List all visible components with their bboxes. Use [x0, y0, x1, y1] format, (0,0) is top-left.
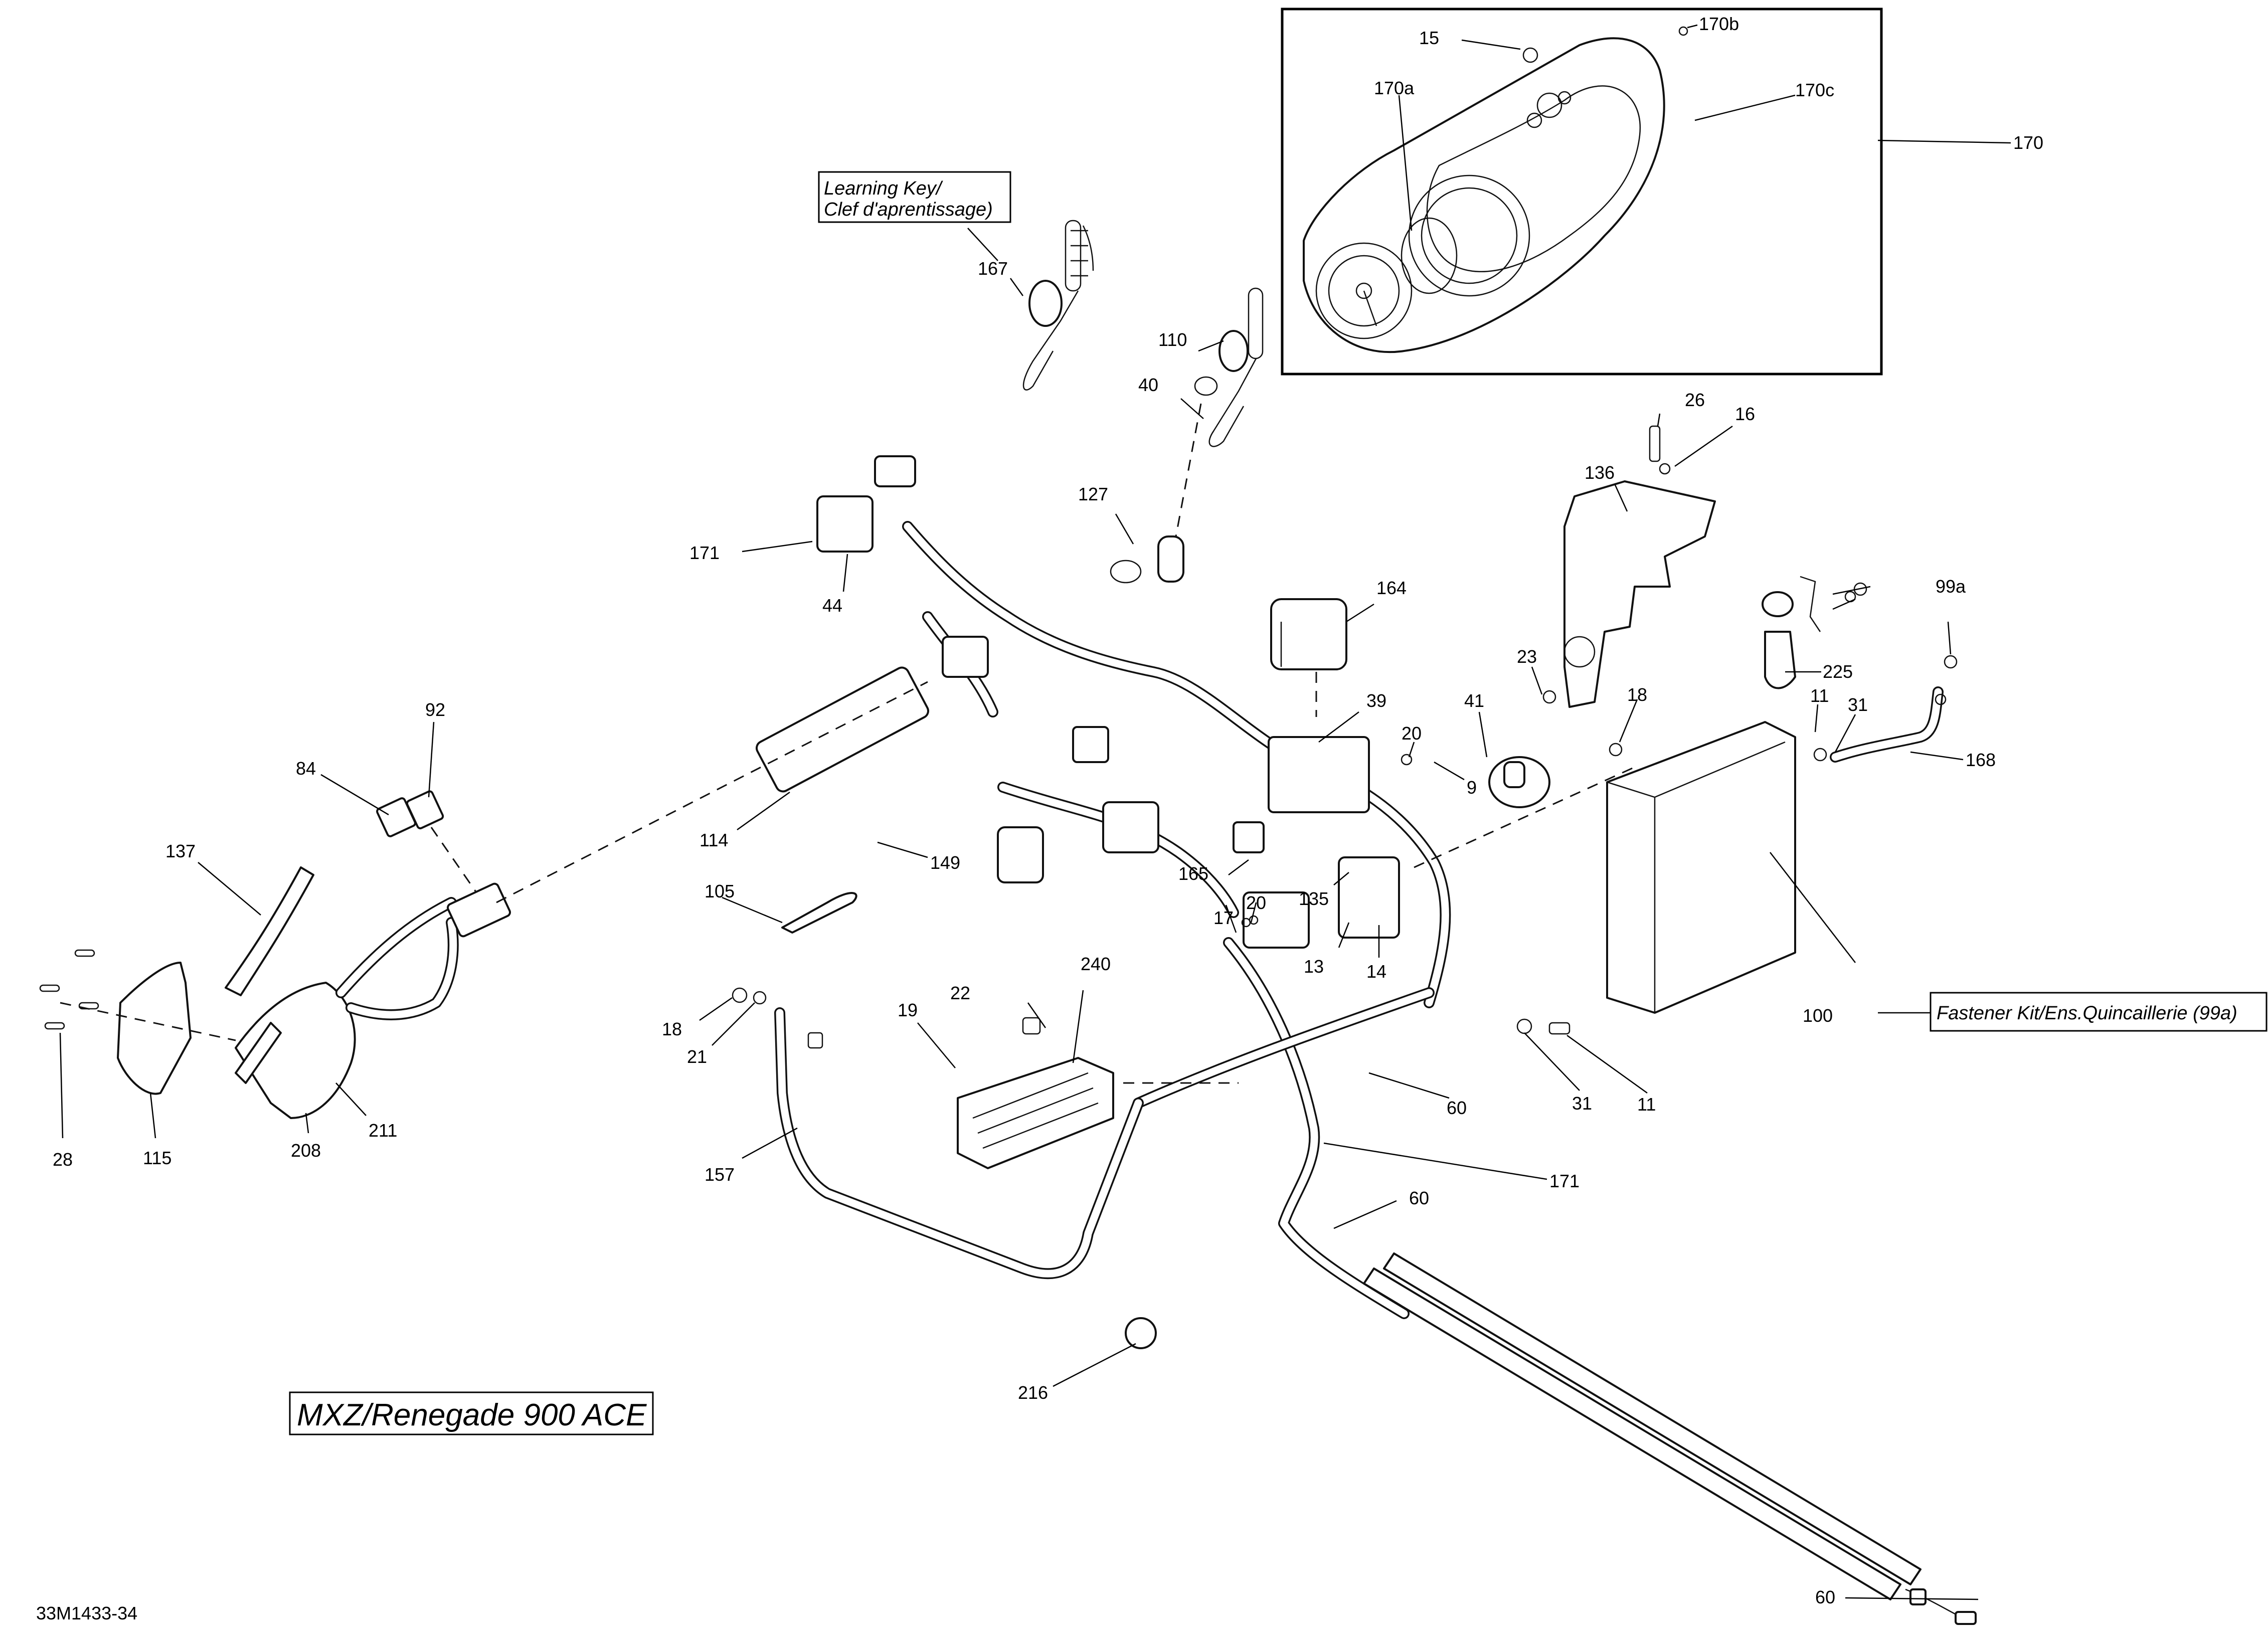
fastener-kit-note: Fastener Kit/Ens.Quincaillerie (99a)	[1930, 992, 2267, 1032]
callout-110: 110	[1158, 329, 1187, 350]
callout-211: 211	[369, 1120, 397, 1141]
callout-135: 135	[1299, 888, 1329, 909]
callout-18-left: 18	[662, 1019, 682, 1039]
callout-39: 39	[1366, 690, 1386, 711]
callout-170a: 170a	[1374, 78, 1415, 98]
callout-11-bottom: 11	[1637, 1094, 1656, 1115]
callout-171-bottom: 171	[1549, 1171, 1580, 1191]
callout-92: 92	[425, 699, 445, 720]
callout-9: 9	[1467, 777, 1477, 798]
learning-key-line1: Learning Key/	[824, 178, 943, 199]
callout-127: 127	[1078, 484, 1108, 504]
callout-170b: 170b	[1699, 14, 1739, 34]
handlebar-switch	[235, 882, 511, 1119]
ground-strap	[1800, 576, 1821, 632]
callout-17: 17	[1213, 907, 1234, 928]
callout-15: 15	[1419, 28, 1439, 48]
battery-cable	[1830, 686, 1944, 763]
battery-terminal-cover	[1762, 591, 1796, 689]
callout-137: 137	[165, 841, 196, 861]
callout-171-top: 171	[689, 542, 720, 563]
callout-20-bottom: 20	[1246, 892, 1266, 913]
callout-labels: 15 170b 170a 170c 170 167 110 40 127 171…	[53, 14, 2043, 1607]
battery-bracket	[1563, 480, 1716, 708]
fasteners	[732, 425, 1958, 1049]
indicator-lens	[1522, 47, 1538, 63]
battery	[1606, 721, 1796, 1014]
callout-26: 26	[1685, 390, 1705, 410]
callout-60-low: 60	[1409, 1188, 1429, 1208]
drawing-code: 33M1433-34	[36, 1603, 137, 1623]
callout-165: 165	[1178, 863, 1208, 884]
callout-16: 16	[1735, 404, 1755, 424]
gauge-cluster	[1303, 37, 1665, 353]
relay	[1270, 598, 1347, 670]
assembly-line-left	[60, 1002, 236, 1041]
callout-167: 167	[978, 258, 1008, 279]
callout-21: 21	[687, 1046, 707, 1067]
callout-114: 114	[700, 830, 728, 850]
callout-170c: 170c	[1795, 80, 1834, 100]
connector-housings	[376, 790, 444, 837]
callout-18-right: 18	[1627, 684, 1647, 705]
callout-13: 13	[1304, 956, 1324, 977]
callout-170: 170	[2013, 132, 2043, 153]
switch-housing-cover	[117, 962, 192, 1095]
main-wiring-harness	[756, 455, 1451, 1319]
callout-168: 168	[1966, 750, 1996, 770]
callout-23: 23	[1517, 646, 1537, 667]
small-nut	[1678, 26, 1688, 36]
callout-115: 115	[143, 1148, 171, 1168]
callout-44: 44	[822, 595, 842, 616]
callout-11-top: 11	[1810, 685, 1829, 706]
leader-lines	[59, 24, 2011, 1600]
learning-key-line2: Clef d'aprentissage)	[824, 199, 993, 220]
model-title: MXZ/Renegade 900 ACE	[297, 1398, 647, 1432]
learning-key-tether	[1022, 220, 1094, 391]
callout-20-top: 20	[1402, 723, 1422, 744]
callout-31-bottom: 31	[1572, 1093, 1592, 1114]
callout-31-top: 31	[1848, 694, 1868, 715]
callout-41: 41	[1464, 690, 1484, 711]
callout-19: 19	[898, 1000, 918, 1020]
callout-40: 40	[1138, 375, 1158, 395]
assembly-line-connector	[430, 827, 477, 893]
callout-60-end: 60	[1815, 1587, 1835, 1607]
callout-22: 22	[950, 983, 970, 1003]
assembly-line-battery	[1414, 766, 1635, 868]
callout-149: 149	[930, 852, 960, 873]
callout-100: 100	[1803, 1005, 1833, 1026]
callout-28: 28	[53, 1149, 73, 1170]
callout-136: 136	[1585, 462, 1615, 483]
callout-225: 225	[1823, 661, 1853, 682]
callout-164: 164	[1376, 578, 1407, 598]
cap-plug	[1125, 1317, 1157, 1349]
starter-solenoid	[1488, 756, 1550, 808]
gauge-inset-frame	[1281, 8, 1883, 376]
callout-60-mid: 60	[1447, 1098, 1467, 1118]
callout-105: 105	[705, 881, 735, 901]
callout-14: 14	[1366, 961, 1386, 982]
model-title-box: MXZ/Renegade 900 ACE	[289, 1391, 654, 1435]
learning-key-note: Learning Key/ Clef d'aprentissage)	[818, 171, 1011, 223]
callout-216: 216	[1018, 1382, 1048, 1403]
ground-cable	[774, 1007, 1144, 1280]
callout-208: 208	[291, 1140, 321, 1161]
heated-grip-cable	[1363, 1252, 1977, 1625]
callout-157: 157	[705, 1164, 735, 1185]
sensor-terminal	[781, 892, 857, 934]
fastener-kit-text: Fastener Kit/Ens.Quincaillerie (99a)	[1937, 1003, 2237, 1024]
ignition-post	[1110, 403, 1202, 584]
safety-tether-key	[1194, 287, 1264, 447]
callout-84: 84	[296, 758, 316, 779]
callout-240: 240	[1081, 954, 1111, 974]
callout-99a-top: 99a	[1936, 576, 1966, 597]
grip-tube	[225, 866, 314, 996]
housing-screws	[39, 949, 99, 1030]
assembly-line-harness	[496, 681, 928, 903]
voltage-regulator	[957, 1057, 1114, 1169]
